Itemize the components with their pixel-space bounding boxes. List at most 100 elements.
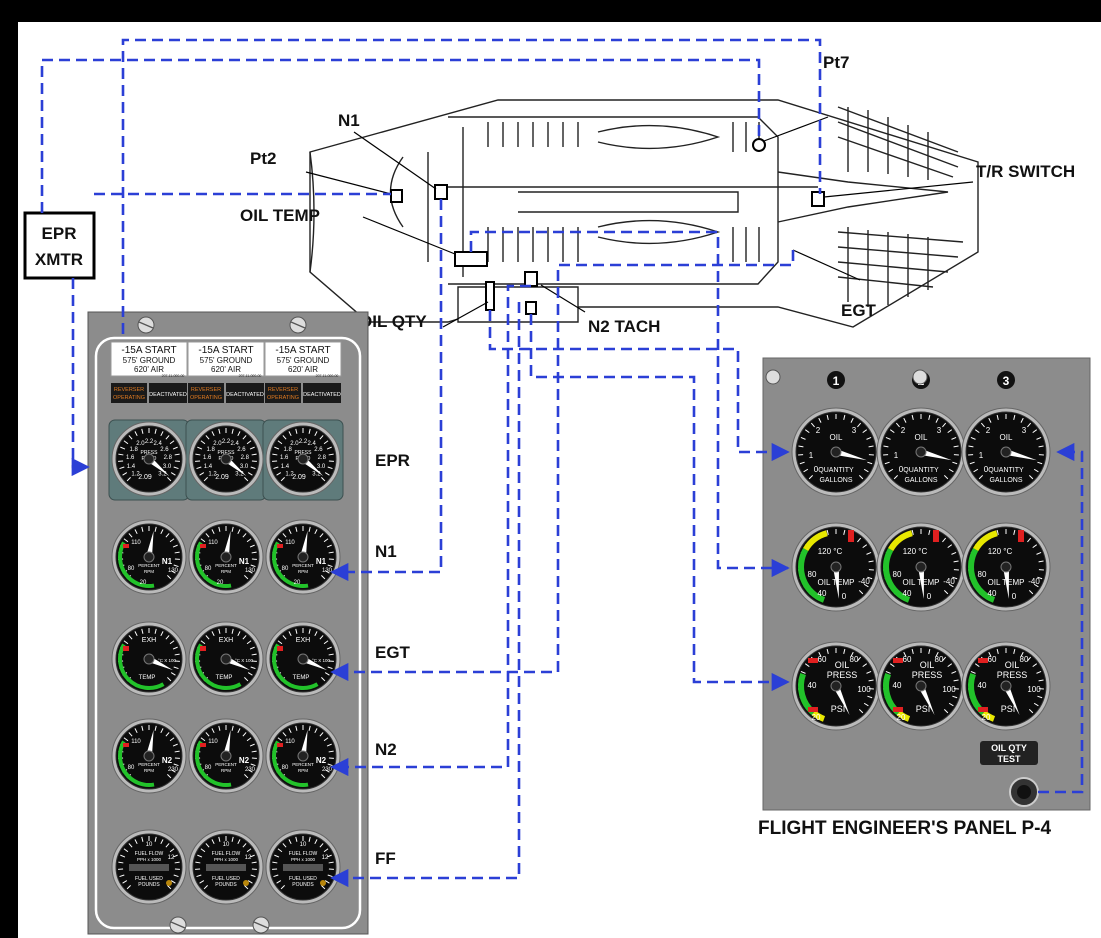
- gauge-hub: [144, 552, 154, 562]
- oil-qty-sub2: GALLONS: [989, 477, 1022, 484]
- gauge-tick-label: 1.8: [206, 447, 215, 453]
- oil-temp-tick: 80: [893, 570, 902, 579]
- epr-gauge: 1.21.41.61.82.02.22.42.62.83.03.2PRESSRA…: [112, 422, 186, 496]
- oil-temperature-gauge: 120 °C80400-40OIL TEMP: [962, 523, 1050, 611]
- wire-oil-press: [531, 314, 788, 682]
- n2-unit1: PERCENT: [138, 762, 160, 767]
- n1-tick: 20: [217, 580, 224, 586]
- gauge-hub: [916, 447, 926, 457]
- oil-pressure-gauge: OILPRESSPSI20406080100: [962, 642, 1050, 730]
- gauge-hub: [1001, 447, 1011, 457]
- egt-gauge: EXHTEMP°C X 100: [112, 622, 186, 696]
- gauge-hub: [144, 751, 154, 761]
- n1-tick: 80: [128, 566, 135, 572]
- egt-red-mark: [123, 646, 129, 651]
- oil-press-title2: PRESS: [912, 670, 943, 680]
- n1-red-mark: [277, 544, 283, 548]
- oil-press-tick: 60: [903, 655, 912, 664]
- n2-gauge: N2PERCENTRPM11080230: [266, 719, 340, 793]
- n2-label: N2: [162, 756, 173, 765]
- tr-switch-sensor: [812, 192, 824, 206]
- n1-tick: 20: [294, 580, 301, 586]
- reverser-indicator: REVERSEROPERATINGDEACTIVATED: [111, 383, 187, 403]
- oil-temperature-gauge: 120 °C80400-40OIL TEMP: [877, 523, 965, 611]
- n2-unit2: RPM: [221, 768, 231, 773]
- oil-press-tick: 100: [857, 685, 871, 694]
- oil-temp-sensor: [455, 252, 487, 266]
- egt-title2: TEMP: [139, 675, 156, 681]
- oil-qty-transmitter: [486, 282, 494, 310]
- wire-epr: [73, 278, 88, 467]
- oil-press-unit: PSI: [916, 704, 931, 714]
- gauge-tick-label: 1.8: [283, 447, 292, 453]
- gauge-tick-label: 2.6: [237, 447, 246, 453]
- ff-knob: [243, 880, 249, 886]
- n2-tick: 80: [205, 765, 212, 771]
- gauge-tick-label: 1.6: [203, 455, 212, 461]
- gauge-hub: [298, 654, 308, 664]
- n2-unit1: PERCENT: [292, 762, 314, 767]
- oil-temp-tick: 40: [988, 589, 997, 598]
- gauge-tick-label: 2.8: [318, 455, 327, 461]
- ff-sub2: POUNDS: [138, 882, 160, 888]
- deactivated-label: DEACTIVATED: [149, 392, 187, 398]
- oil-temp-red-mark: [848, 530, 854, 542]
- row-label-ff: FF: [375, 849, 396, 868]
- ff-tick: 12: [245, 855, 252, 861]
- row-label-egt: EGT: [375, 643, 411, 662]
- oil-temp-tick: 80: [978, 570, 987, 579]
- oil-press-title: OIL: [1005, 660, 1020, 670]
- oil-qty-sub2: GALLONS: [819, 477, 852, 484]
- n2-tick: 110: [208, 739, 218, 745]
- n1-red-mark: [123, 544, 129, 548]
- oil-press-tick: 60: [988, 655, 997, 664]
- oil-qty-sub1: QUANTITY: [988, 467, 1024, 474]
- oil-temp-unit: 120 °C: [988, 547, 1013, 556]
- gauge-hub: [144, 654, 154, 664]
- oil-press-tick: 20: [897, 713, 906, 722]
- oil-press-tick: 40: [808, 681, 817, 690]
- ff-sub2: POUNDS: [292, 882, 314, 888]
- gauge-tick-label: 2.6: [160, 447, 169, 453]
- n1-gauge: N1PERCENTRPM1108013020: [189, 520, 263, 594]
- oil-temp-tick: 0: [927, 592, 932, 601]
- ff-sub2: POUNDS: [215, 882, 237, 888]
- oil-press-red-mark: [893, 707, 903, 712]
- oil-press-tick: 80: [935, 655, 944, 664]
- oil-qty-test-button[interactable]: [1010, 778, 1038, 806]
- gauge-hub: [1001, 562, 1011, 572]
- epr-xmtr-label-2: XMTR: [35, 250, 83, 269]
- oil-qty-sub1: QUANTITY: [903, 467, 939, 474]
- oil-press-tick: 40: [978, 681, 987, 690]
- engine-number: 1: [833, 374, 840, 388]
- deactivated-label: DEACTIVATED: [303, 392, 341, 398]
- gauge-hub: [916, 562, 926, 572]
- engine-cross-section: [310, 100, 978, 327]
- oil-qty-test-line2: TEST: [997, 754, 1021, 764]
- epr-transmitter-box: EPR XMTR: [25, 213, 94, 278]
- placard-code: 207-11-000-00: [162, 374, 185, 378]
- n2-tach-lower: [526, 302, 536, 314]
- n2-tick: 230: [245, 767, 256, 773]
- gauge-tick-label: 2.6: [314, 447, 323, 453]
- n1-gauge: N1PERCENTRPM1108013020: [266, 520, 340, 594]
- egt-unit: °C X 100: [158, 658, 177, 663]
- n1-tick: 110: [285, 540, 295, 546]
- oil-temp-tick: -40: [1028, 577, 1040, 586]
- tr-switch-callout: T/R SWITCH: [976, 162, 1075, 181]
- oil-press-tick: 100: [942, 685, 956, 694]
- epr-gauge: 1.21.41.61.82.02.22.42.62.83.03.2PRESSRA…: [266, 422, 340, 496]
- n2-red-mark: [277, 743, 283, 747]
- oil-temp-tick: 80: [808, 570, 817, 579]
- n1-label: N1: [239, 557, 250, 566]
- oil-quantity-gauge: OILQUANTITYGALLONS1230: [962, 408, 1050, 496]
- row-label-epr: EPR: [375, 451, 410, 470]
- n2-tach-generator: [525, 272, 537, 286]
- placard-code: 207-11-000-00: [239, 374, 262, 378]
- n2-gauge: N2PERCENTRPM11080230: [189, 719, 263, 793]
- n2-label: N2: [239, 756, 250, 765]
- placard-ground: 575' GROUND: [200, 356, 253, 365]
- n1-unit2: RPM: [298, 569, 308, 574]
- pt2-probe: [391, 190, 402, 202]
